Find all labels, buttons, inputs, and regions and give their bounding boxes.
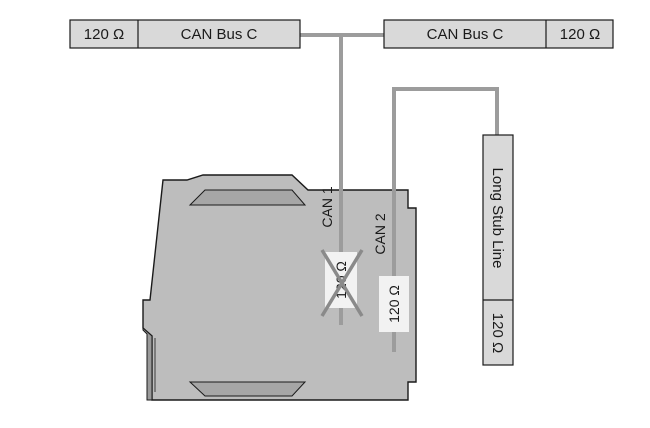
stub-line-box: Long Stub Line 120 Ω: [482, 134, 514, 366]
module-din-clip: [142, 326, 153, 401]
can2-port: CAN 2 120 Ω: [372, 213, 409, 332]
can1-port: CAN 1 120 Ω: [319, 186, 364, 317]
module-bottom-recess: [188, 381, 307, 397]
stub-line-name: Long Stub Line: [489, 168, 506, 269]
bus-right-box: CAN Bus C 120 Ω: [383, 19, 614, 49]
bus-right-resistor: 120 Ω: [560, 26, 600, 43]
bus-left-name: CAN Bus C: [181, 26, 258, 43]
can1-label: CAN 1: [319, 186, 335, 227]
device-module: [142, 174, 417, 401]
can2-resistor: 120 Ω: [386, 285, 402, 323]
module-body: [142, 174, 417, 401]
stub-line-resistor: 120 Ω: [489, 313, 506, 353]
can2-label: CAN 2: [372, 213, 388, 254]
bus-left-resistor: 120 Ω: [84, 26, 124, 43]
can1-resistor-cross-b: [320, 249, 364, 317]
bus-left-box: 120 Ω CAN Bus C: [69, 19, 301, 49]
can2-stub-wire: [392, 87, 499, 352]
module-top-recess: [188, 189, 307, 206]
bus-right-name: CAN Bus C: [427, 26, 504, 43]
can2-resistor-box: [379, 276, 409, 332]
